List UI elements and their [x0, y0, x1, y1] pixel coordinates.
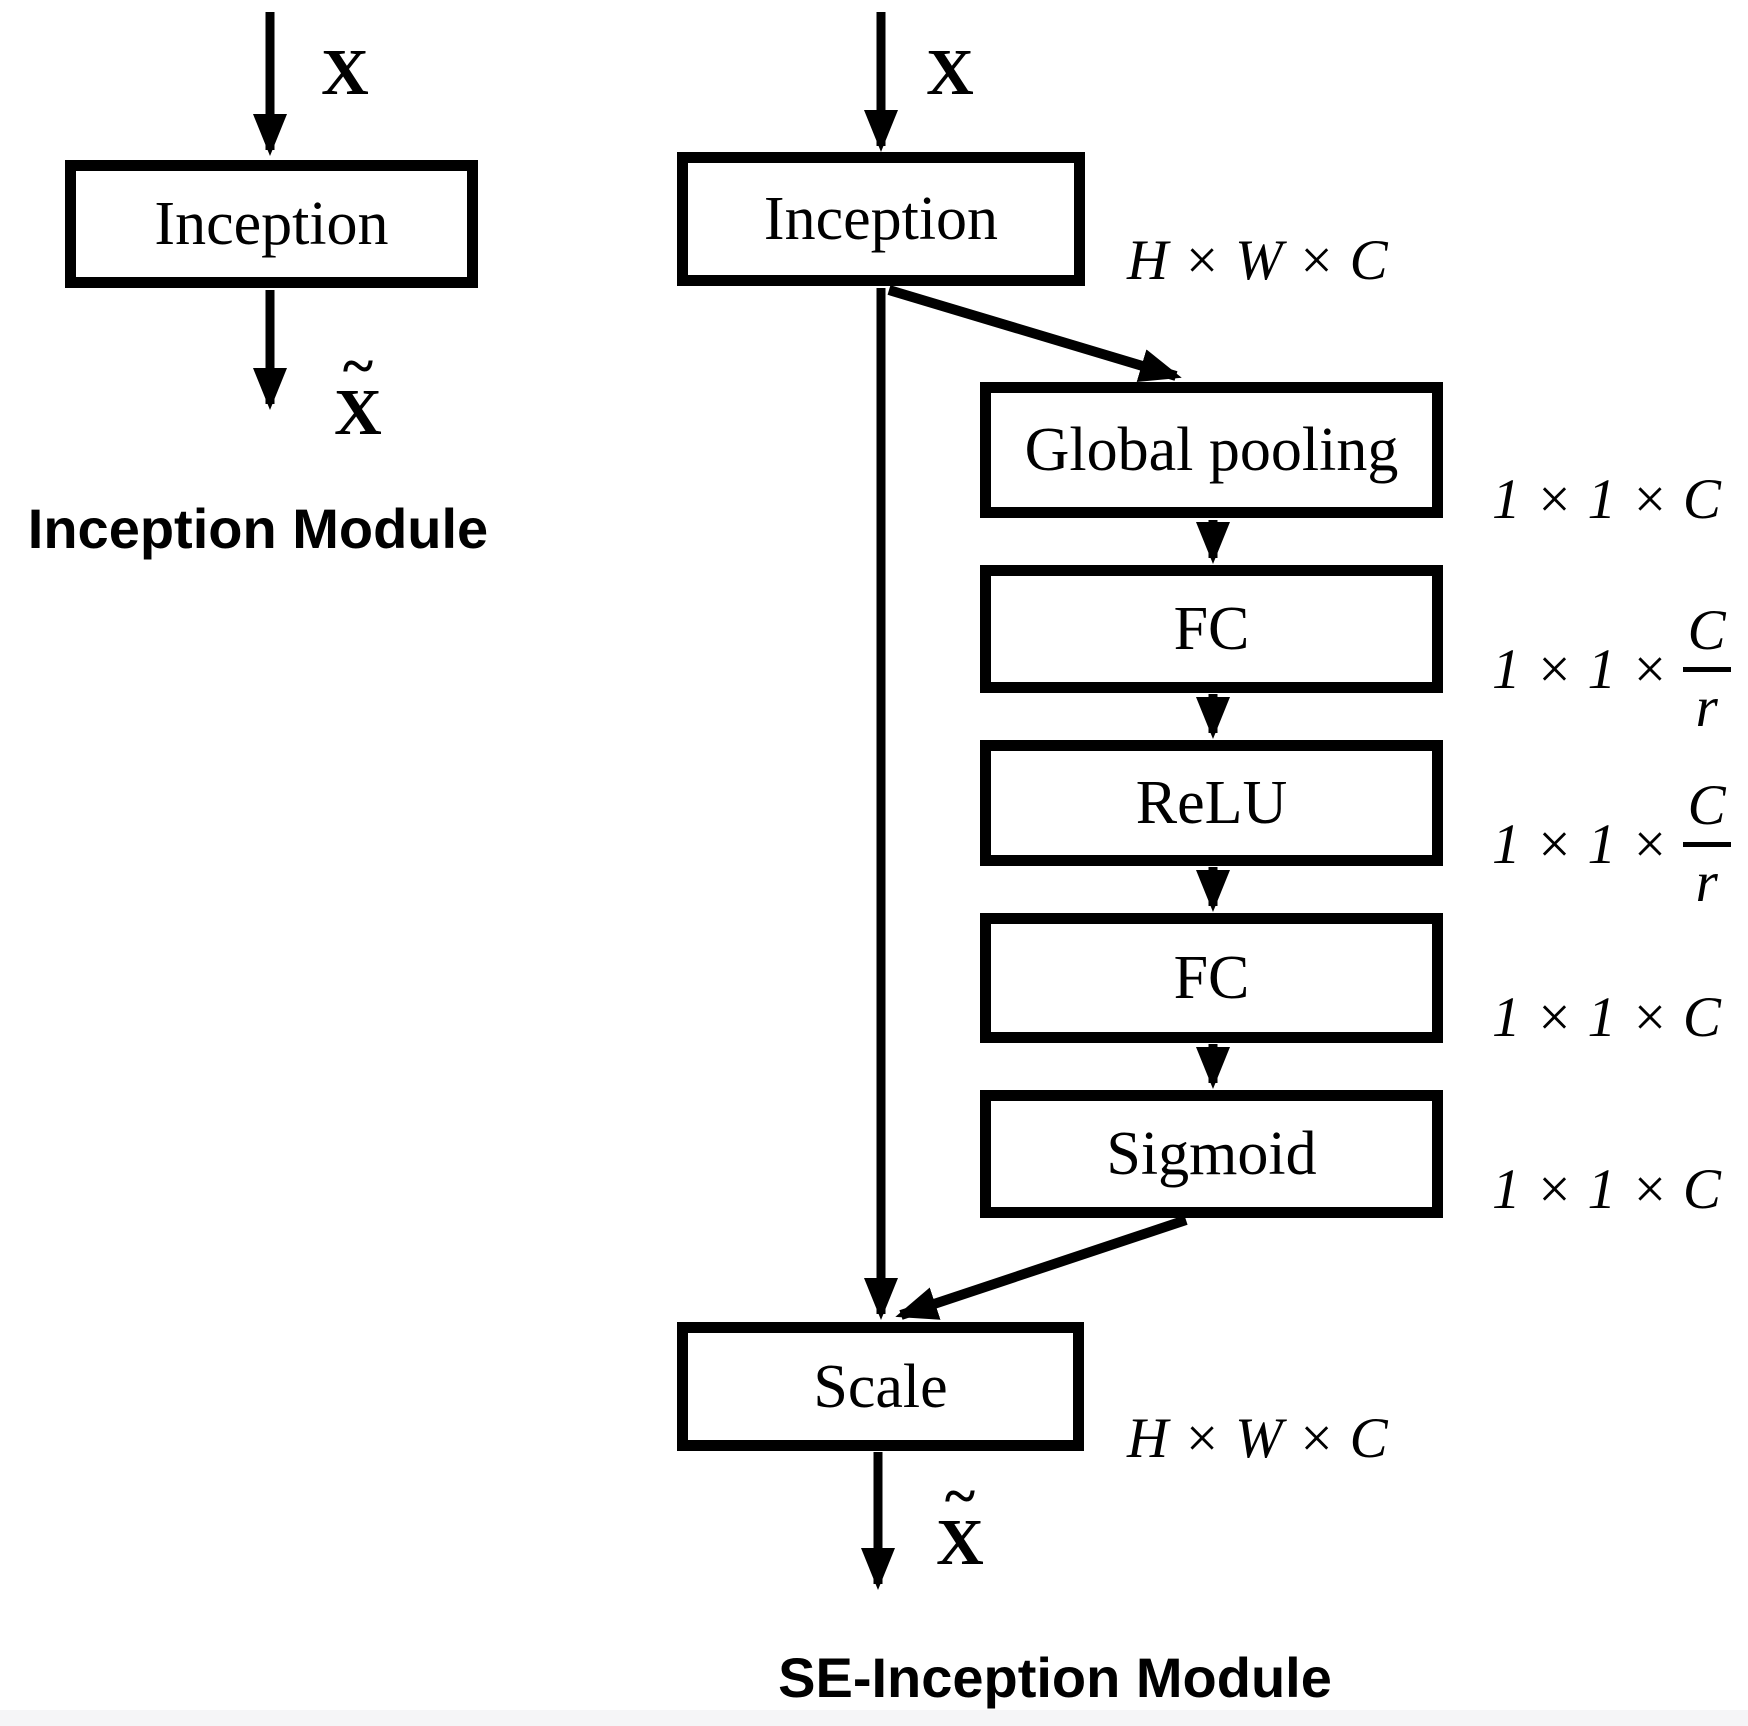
dim-fc1-fraction: C r [1682, 598, 1731, 739]
left-output-xtilde-label: ~ X [316, 337, 400, 449]
dim-fc1-prefix: 1 × 1 × [1492, 637, 1669, 701]
fraction-denominator: r [1695, 675, 1718, 739]
dim-sigmoid: 1 × 1 × C [1492, 1157, 1721, 1221]
dim-scale: H × W × C [1127, 1406, 1388, 1470]
right-output-xtilde-label: ~ X [918, 1467, 1002, 1579]
dim-relu-fraction: C r [1682, 773, 1731, 914]
relu-block-label: ReLU [1135, 769, 1288, 837]
fc1-block: FC [980, 565, 1443, 693]
left-input-x-label: X [321, 36, 369, 109]
dim-relu: 1 × 1 × C r [1492, 775, 1731, 912]
fraction-denominator: r [1695, 850, 1718, 914]
right-inception-block-label: Inception [763, 185, 999, 253]
scale-block: Scale [677, 1322, 1084, 1451]
dim-global-pooling: 1 × 1 × C [1492, 467, 1721, 531]
right-caption: SE-Inception Module [778, 1646, 1332, 1709]
left-inception-block-label: Inception [154, 190, 389, 258]
global-pooling-block-label: Global pooling [1024, 416, 1399, 484]
dim-inception: H × W × C [1127, 228, 1388, 292]
left-caption: Inception Module [27, 497, 489, 560]
x-letter: X [334, 376, 382, 449]
arrow-inception-to-global-pooling [887, 285, 1182, 382]
dim-relu-prefix: 1 × 1 × [1492, 812, 1669, 876]
fc2-block: FC [980, 913, 1443, 1043]
page-bottom-strip [0, 1710, 1748, 1726]
relu-block: ReLU [980, 740, 1443, 866]
sigmoid-block: Sigmoid [980, 1090, 1443, 1218]
right-inception-block: Inception [677, 152, 1085, 286]
scale-block-label: Scale [813, 1352, 948, 1421]
arrow-sigmoid-to-scale [895, 1215, 1188, 1320]
fraction-numerator: C [1687, 773, 1726, 837]
fraction-bar [1682, 666, 1731, 672]
sigmoid-block-label: Sigmoid [1106, 1120, 1317, 1188]
fc2-block-label: FC [1173, 944, 1250, 1012]
right-input-x-label: X [926, 36, 974, 109]
x-letter: X [936, 1506, 984, 1579]
dim-fc2: 1 × 1 × C [1492, 985, 1721, 1049]
fraction-bar [1682, 841, 1731, 847]
fraction-numerator: C [1687, 598, 1726, 662]
left-inception-block: Inception [65, 160, 478, 288]
dim-fc1: 1 × 1 × C r [1492, 600, 1731, 737]
global-pooling-block: Global pooling [980, 382, 1443, 518]
fc1-block-label: FC [1173, 595, 1250, 663]
